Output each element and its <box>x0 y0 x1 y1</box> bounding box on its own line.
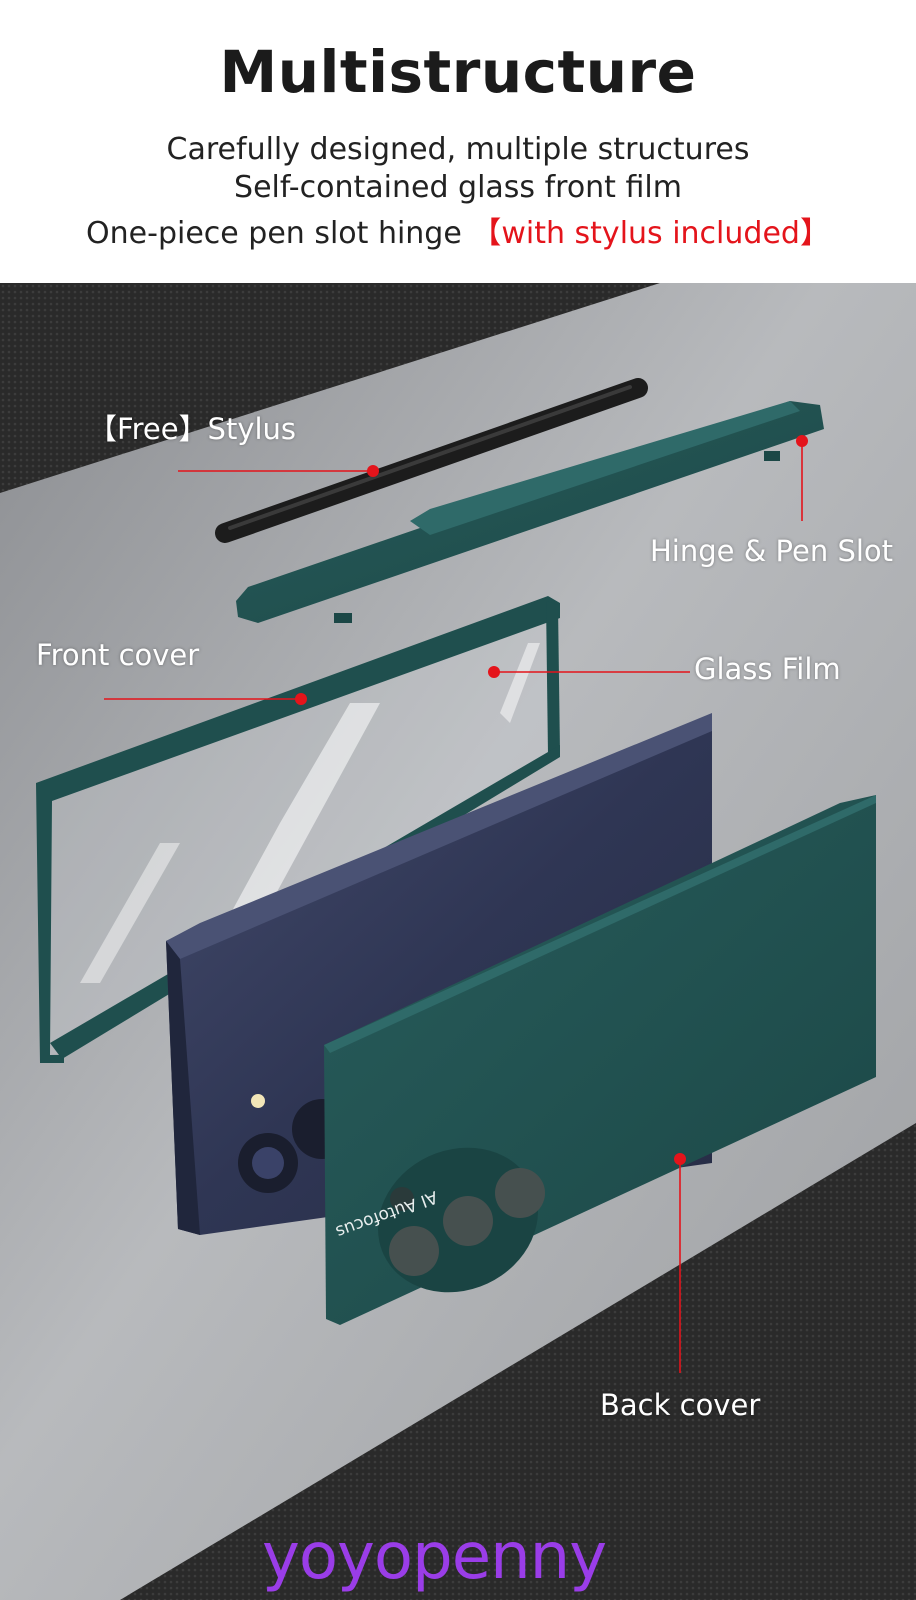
back-cover-label: Back cover <box>600 1388 761 1422</box>
front-cover-label: Front cover <box>36 638 200 672</box>
page-title: Multistructure <box>219 38 697 106</box>
subtitle-line-1: Carefully designed, multiple structures <box>166 132 750 167</box>
stylus <box>215 378 648 543</box>
exploded-view-svg: AI Autofocus <box>0 283 916 1600</box>
back-cover: AI Autofocus <box>324 795 876 1325</box>
callout-lines <box>104 441 803 1373</box>
hinge-pen-slot-label: Hinge & Pen Slot <box>650 534 894 568</box>
header: Multistructure Carefully designed, multi… <box>0 0 916 283</box>
watermark: yoyopenny <box>262 1520 607 1594</box>
stylus-included-highlight: 【with stylus included】 <box>471 216 830 251</box>
subtitle-line-3: One-piece pen slot hinge 【with stylus in… <box>0 208 916 252</box>
subtitle-line-3-prefix: One-piece pen slot hinge <box>86 216 462 251</box>
product-illustration: AI Autofocus <box>0 283 916 1600</box>
stylus-label: 【Free】Stylus <box>88 412 297 446</box>
mesh-corner-bottom <box>120 1123 916 1600</box>
hinge-pen-slot <box>236 401 824 623</box>
mesh-corner-top <box>0 283 660 493</box>
callout-dots <box>295 435 808 1165</box>
glass-film-label: Glass Film <box>694 652 841 686</box>
subtitle-line-2: Self-contained glass front film <box>234 170 682 205</box>
